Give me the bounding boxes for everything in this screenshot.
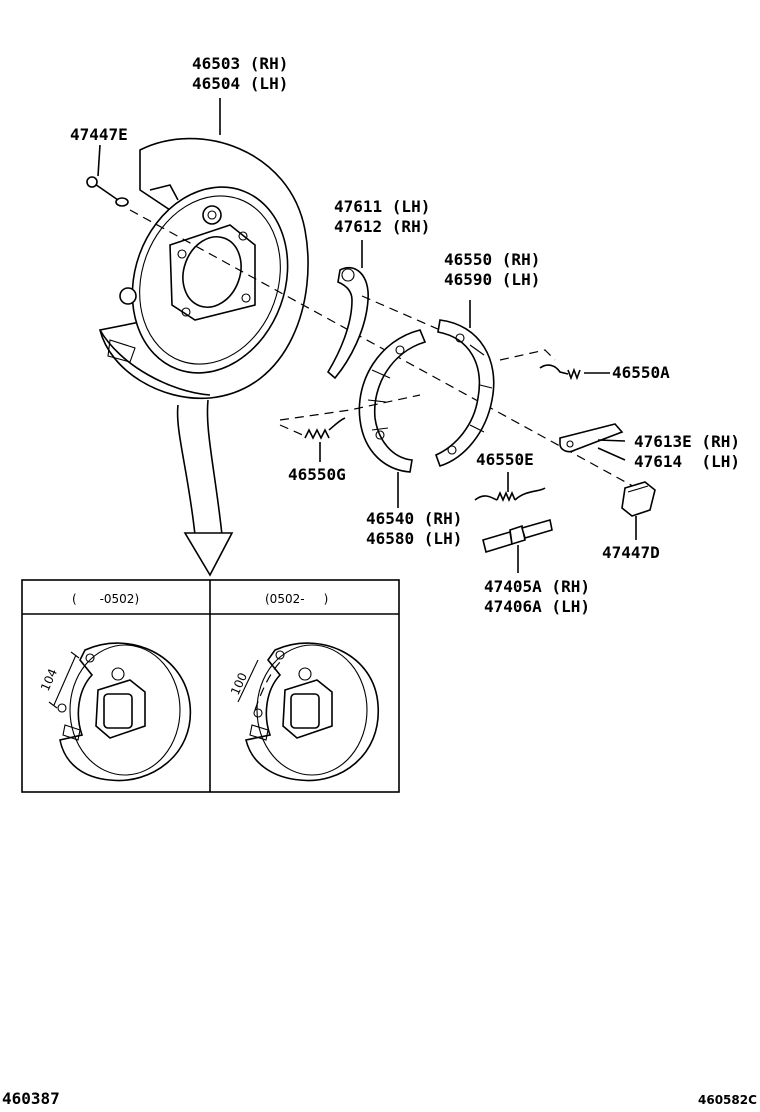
front-shoe-drawing [434,319,495,467]
variant-2-plate [237,642,379,782]
strut-drawing [559,423,624,453]
label-lever-lh: 47611 (LH) [334,197,430,216]
footer-right-code: 460582C [698,1093,757,1107]
label-spring-a: 46550A [612,363,670,382]
label-strut-rh: 47613E (RH) [634,432,740,451]
label-rear-shoe-lh: 46580 (LH) [366,529,462,548]
bolt-drawing [86,176,129,207]
label-strut-lh: 47614 (LH) [634,452,740,471]
label-backing-plate-rh: 46503 (RH) [192,54,288,73]
spring-e-drawing [474,487,546,503]
spring-a-drawing [539,364,581,381]
variant-1-dimension: 104 [38,667,60,694]
label-adjuster-rh: 47405A (RH) [484,577,590,596]
variant-1-header: ( -0502) [72,592,139,606]
rear-shoe-drawing [358,329,427,473]
label-spring-e: 46550E [476,450,534,469]
leader-bolt [97,144,101,177]
label-adjuster-lh: 47406A (LH) [484,597,590,616]
label-spring-g: 46550G [288,465,346,484]
label-front-shoe-rh: 46550 (RH) [444,250,540,269]
label-bolt: 47447E [70,125,128,144]
backing-plate-drawing [99,137,309,400]
adjuster-drawing [482,518,553,554]
label-rear-shoe-rh: 46540 (RH) [366,509,462,528]
spring-g-drawing [279,394,421,440]
variant-table [21,579,400,793]
cap-drawing [621,481,656,517]
label-cap: 47447D [602,543,660,562]
label-backing-plate-lh: 46504 (LH) [192,74,288,93]
label-lever-rh: 47612 (RH) [334,217,430,236]
label-front-shoe-lh: 46590 (LH) [444,270,540,289]
footer-left-code: 460387 [2,1089,60,1108]
variant-1-plate [48,642,192,782]
down-arrow [176,399,234,577]
variant-2-header: (0502- ) [265,592,328,606]
lever-drawing [326,266,369,380]
